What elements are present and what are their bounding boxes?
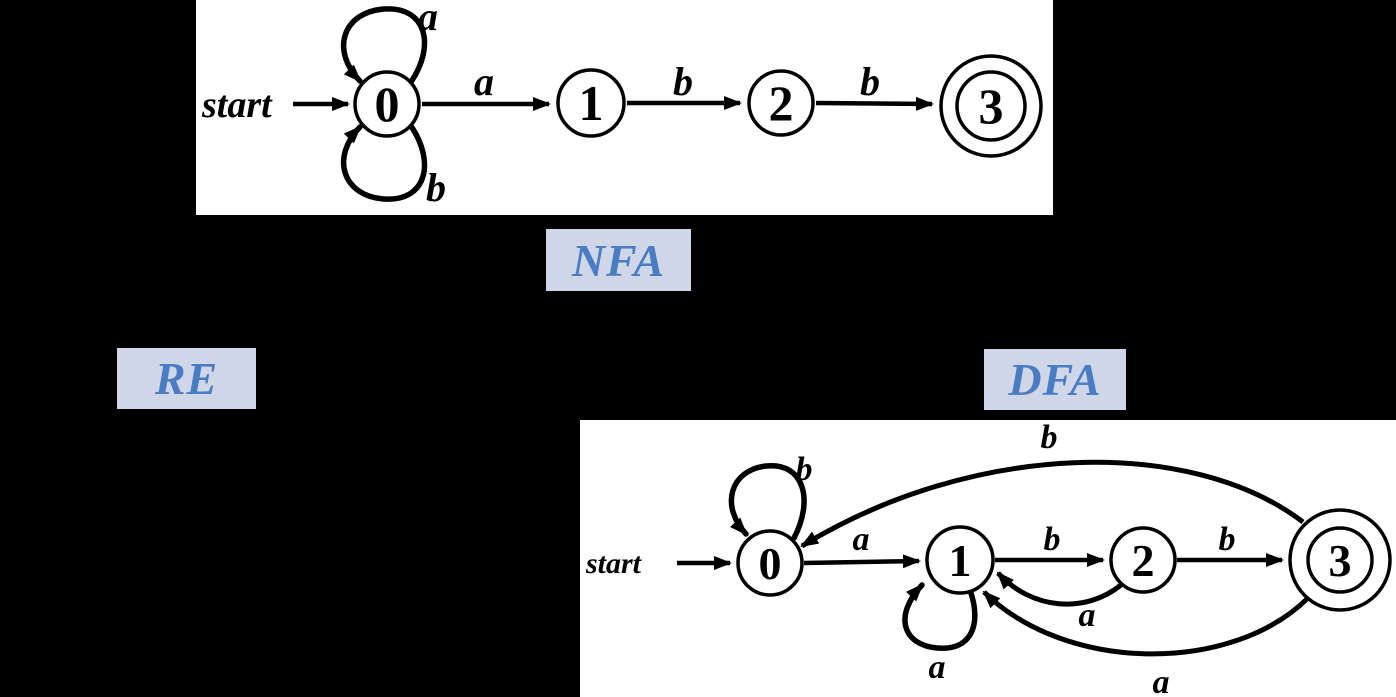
dfa-diagram: start b b a a b b a a <box>585 420 1392 697</box>
nfa-state-3-accepting: 3 <box>939 54 1043 158</box>
nfa-state-2-label: 2 <box>769 75 794 131</box>
nfa-state-1: 1 <box>556 68 626 138</box>
dfa-edge-2-1 <box>996 571 1123 607</box>
dfa-state-2-label: 2 <box>1132 535 1155 586</box>
dfa-edge-3-1 <box>982 590 1310 657</box>
nfa-state-2: 2 <box>747 69 815 137</box>
dfa-self-loop-0 <box>728 463 807 541</box>
nfa-self-loop-bottom-label: b <box>426 165 446 210</box>
nfa-edge-2-3-label: b <box>860 59 880 104</box>
dfa-self-loop-0-label: b <box>796 451 813 488</box>
dfa-state-3-accepting: 3 <box>1288 508 1392 612</box>
re-badge: RE <box>117 348 256 409</box>
dfa-edge-0-1-label: a <box>853 521 870 558</box>
dfa-edge-2-3-label: b <box>1219 521 1236 558</box>
dfa-state-1-label: 1 <box>949 535 972 586</box>
dfa-edge-1-2-label: b <box>1044 521 1061 558</box>
nfa-diagram: start a b a b b 0 1 <box>201 0 1043 210</box>
dfa-state-0: 0 <box>736 529 804 597</box>
dfa-panel: start b b a a b b a a <box>580 420 1396 697</box>
nfa-self-loop-top <box>341 6 428 85</box>
nfa-state-1-label: 1 <box>579 75 604 131</box>
dfa-start-label: start <box>585 547 643 580</box>
nfa-state-0-label: 0 <box>375 76 400 132</box>
nfa-state-3-label: 3 <box>979 78 1004 134</box>
nfa-edge-2-3 <box>815 96 934 111</box>
dfa-edge-3-0-label: b <box>1041 420 1058 456</box>
dfa-self-loop-1-label: a <box>929 649 946 686</box>
dfa-state-3-label: 3 <box>1329 535 1352 586</box>
nfa-state-0: 0 <box>353 70 421 138</box>
nfa-start-label: start <box>201 84 273 126</box>
nfa-self-loop-top-label: a <box>418 0 438 39</box>
dfa-state-1: 1 <box>925 525 995 595</box>
dfa-edge-2-1-label: a <box>1079 597 1096 634</box>
nfa-panel: start a b a b b 0 1 <box>196 0 1053 215</box>
nfa-self-loop-bottom <box>341 123 428 202</box>
dfa-edge-3-1-label: a <box>1153 664 1170 697</box>
dfa-edge-3-0 <box>800 459 1305 549</box>
dfa-state-2: 2 <box>1109 526 1177 594</box>
dfa-badge: DFA <box>984 349 1126 410</box>
nfa-edge-0-1-label: a <box>474 59 494 104</box>
nfa-badge: NFA <box>546 229 691 291</box>
dfa-self-loop-1 <box>902 582 978 651</box>
dfa-edge-0-1 <box>803 554 921 569</box>
dfa-state-0-label: 0 <box>759 538 782 589</box>
nfa-edge-1-2-label: b <box>673 59 693 104</box>
